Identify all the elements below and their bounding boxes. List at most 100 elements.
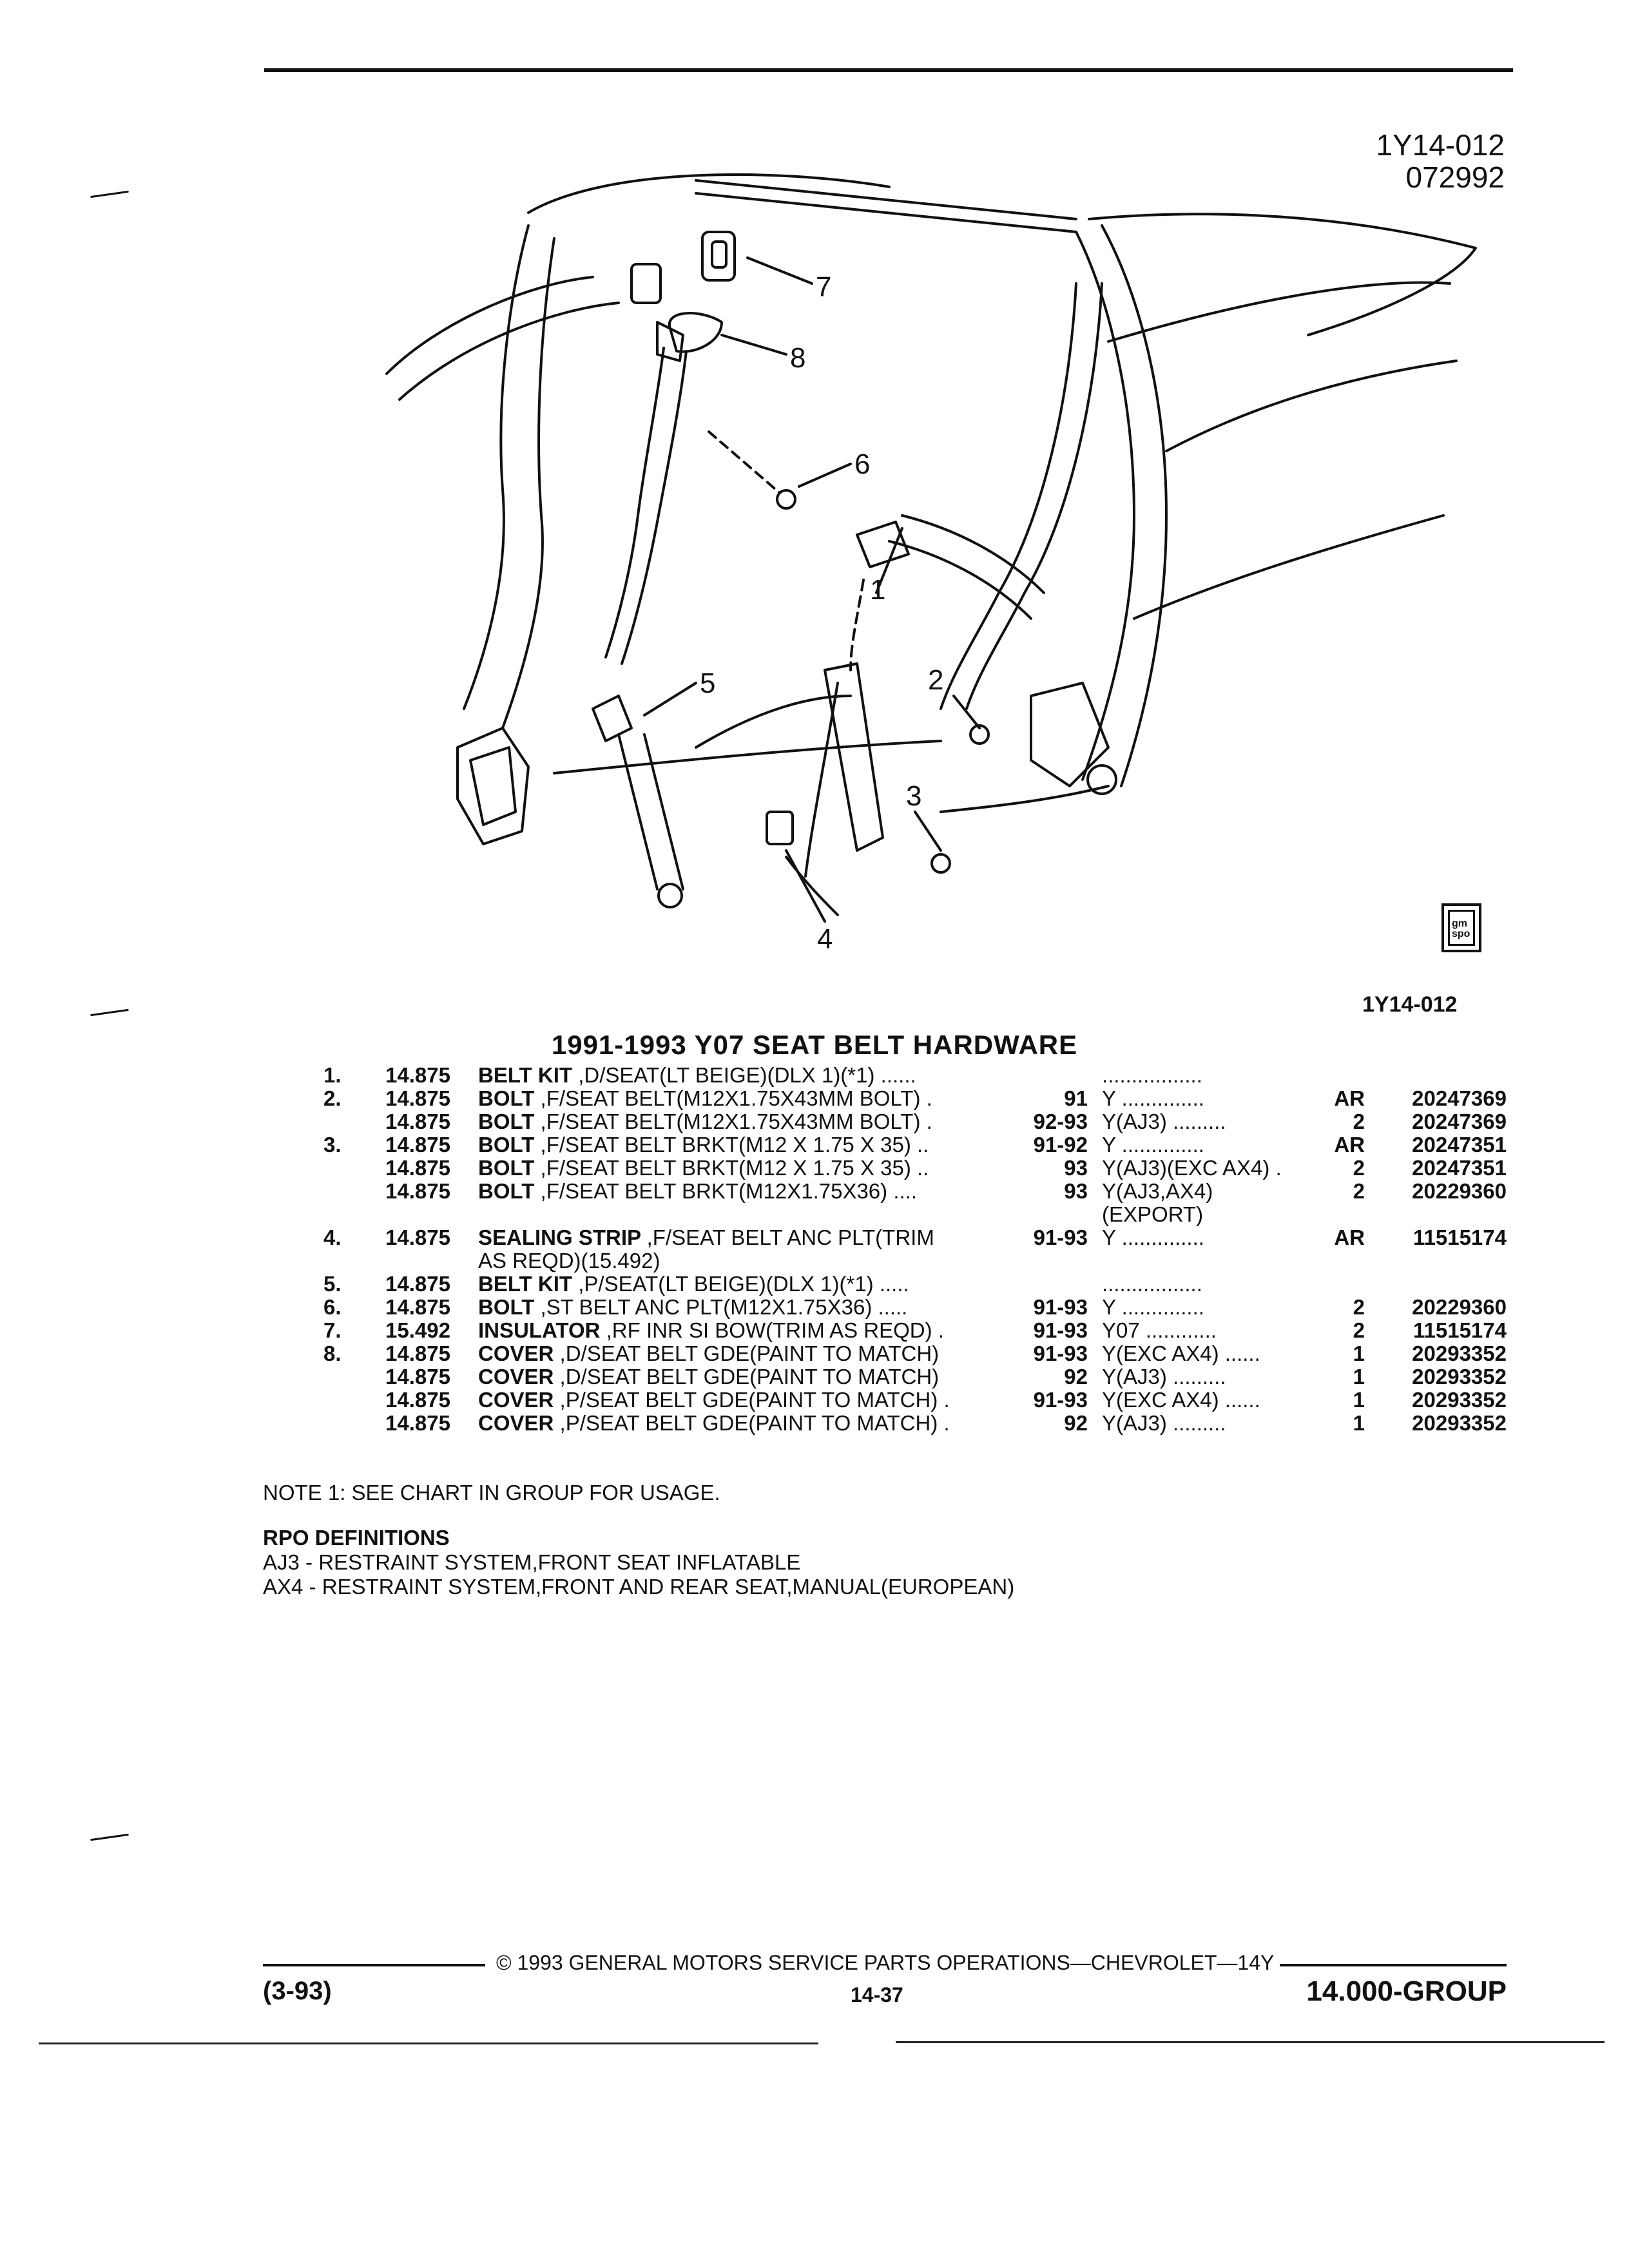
- callout-6: 6: [854, 448, 870, 480]
- option-code: Y ..............: [1102, 1086, 1204, 1110]
- passenger-belt: [901, 514, 1045, 594]
- part-description: AS REQD)(15.492): [478, 1249, 660, 1273]
- quantity: 1: [1353, 1341, 1365, 1365]
- part-name-text: BOLT: [478, 1110, 535, 1133]
- part-number: 4.: [323, 1225, 342, 1249]
- group-number: 14.875: [385, 1063, 450, 1087]
- quantity: 1: [1353, 1411, 1365, 1435]
- part-catalog-number: 20293352: [1412, 1365, 1507, 1389]
- part-name: SEALING STRIP ,F/SEAT BELT ANC PLT(TRIM: [478, 1225, 934, 1250]
- part-description: ,F/SEAT BELT BRKT(M12 X 1.75 X 35) ..: [540, 1156, 929, 1180]
- parts-row: 14.875 BOLT ,F/SEAT BELT(M12X1.75X43MM BO…: [0, 1110, 1629, 1133]
- top-rule: [264, 68, 1513, 72]
- part-number: 1.: [323, 1063, 342, 1087]
- floor-line: [940, 785, 1110, 813]
- part-number: 7.: [323, 1318, 342, 1342]
- group-number: 14.875: [385, 1388, 450, 1412]
- b-pillar: [463, 224, 530, 710]
- parts-row: 14.875 COVER ,P/SEAT BELT GDE(PAINT TO MA…: [0, 1411, 1629, 1436]
- footer-rule: [263, 1964, 485, 1966]
- passenger-belt: [940, 282, 1077, 710]
- callout-leader: [643, 682, 697, 716]
- part-catalog-number: 20229360: [1412, 1295, 1507, 1319]
- part-description: ,F/SEAT BELT BRKT(M12X1.75X36) ....: [540, 1179, 917, 1203]
- quantity: 2: [1353, 1295, 1365, 1319]
- binder-mark: [90, 190, 129, 198]
- rpo-definitions: RPO DEFINITIONS AJ3 - RESTRAINT SYSTEM,F…: [263, 1526, 1014, 1599]
- callout-leader: [720, 334, 787, 356]
- option-code: Y(AJ3)(EXC AX4) .: [1102, 1156, 1282, 1180]
- part-description: ,D/SEAT BELT GDE(PAINT TO MATCH): [559, 1341, 940, 1365]
- part-name-text: INSULATOR: [478, 1318, 601, 1342]
- parts-row: 4. 14.875 SEALING STRIP ,F/SEAT BELT ANC P…: [0, 1225, 1629, 1249]
- option-code: .................: [1102, 1063, 1202, 1087]
- group-number: 14.875: [385, 1156, 450, 1180]
- model-years: 91: [1064, 1086, 1088, 1110]
- part-name-text: BOLT: [478, 1179, 535, 1203]
- buckle: [592, 695, 633, 742]
- part-name: COVER ,P/SEAT BELT GDE(PAINT TO MATCH) .: [478, 1388, 950, 1412]
- part-name-text: COVER: [478, 1365, 554, 1389]
- copyright: © 1993 GENERAL MOTORS SERVICE PARTS OPER…: [496, 1951, 1275, 1974]
- parts-row: 14.875 BOLT ,F/SEAT BELT BRKT(M12 X 1.75 …: [0, 1156, 1629, 1180]
- part-name-text: BOLT: [478, 1133, 535, 1157]
- part-name: BOLT ,F/SEAT BELT BRKT(M12 X 1.75 X 35) …: [478, 1133, 929, 1157]
- callout-2: 2: [928, 664, 943, 696]
- group-number: 14.875: [385, 1365, 450, 1389]
- group-number: 14.875: [385, 1411, 450, 1435]
- group-number: 14.875: [385, 1225, 450, 1249]
- callout-leader: [785, 849, 826, 923]
- section-title: 1991-1993 Y07 SEAT BELT HARDWARE: [551, 1030, 1078, 1060]
- part-name-text: SEALING STRIP: [478, 1225, 641, 1249]
- part-description: ,P/SEAT(LT BEIGE)(DLX 1)(*1) .....: [578, 1272, 909, 1296]
- insulator-part: [630, 263, 662, 304]
- model-years: 91-93: [1033, 1295, 1088, 1319]
- option-code: Y07 ............: [1102, 1318, 1217, 1342]
- part-name-text: BOLT: [478, 1295, 535, 1319]
- part-catalog-number: 20247351: [1412, 1156, 1507, 1180]
- part-catalog-number: 11515174: [1412, 1318, 1507, 1342]
- part-name: COVER ,P/SEAT BELT GDE(PAINT TO MATCH) .: [478, 1411, 950, 1436]
- option-code: Y ..............: [1102, 1133, 1204, 1157]
- bolt-2: [969, 724, 990, 745]
- group-number: 14.875: [385, 1133, 450, 1157]
- part-catalog-number: 20247351: [1412, 1133, 1507, 1157]
- rpo-line: AJ3 - RESTRAINT SYSTEM,FRONT SEAT INFLAT…: [263, 1550, 801, 1574]
- model-years: 92: [1064, 1365, 1088, 1389]
- part-name: BOLT ,F/SEAT BELT BRKT(M12 X 1.75 X 35) …: [478, 1156, 929, 1180]
- option-code: Y(AJ3,AX4): [1102, 1179, 1213, 1203]
- rpo-heading: RPO DEFINITIONS: [263, 1526, 450, 1550]
- group-number: 14.875: [385, 1086, 450, 1110]
- part-description: ,ST BELT ANC PLT(M12X1.75X36) .....: [540, 1295, 908, 1319]
- model-years: 91-93: [1033, 1318, 1088, 1342]
- quarter-panel: [1133, 514, 1445, 620]
- model-years: 91-92: [1033, 1133, 1088, 1157]
- part-description: ,F/SEAT BELT(M12X1.75X43MM BOLT) .: [540, 1086, 932, 1110]
- binder-mark: [90, 1833, 129, 1841]
- rear-glass: [1088, 213, 1477, 336]
- parts-row: 14.875 COVER ,P/SEAT BELT GDE(PAINT TO MA…: [0, 1388, 1629, 1412]
- part-name-text: COVER: [478, 1341, 554, 1365]
- body-outline: [385, 276, 594, 375]
- part-description: ,F/SEAT BELT BRKT(M12 X 1.75 X 35) ..: [540, 1133, 929, 1157]
- group-number: 14.875: [385, 1110, 450, 1133]
- part-name-text: BELT KIT: [478, 1063, 573, 1087]
- driver-belt: [621, 350, 688, 665]
- floor-line: [553, 740, 942, 774]
- model-years: 91-93: [1033, 1388, 1088, 1412]
- part-description: ,F/SEAT BELT(M12X1.75X43MM BOLT) .: [540, 1110, 932, 1133]
- buckle-stalk: [617, 733, 659, 890]
- quantity: 1: [1353, 1365, 1365, 1389]
- part-description: ,F/SEAT BELT ANC PLT(TRIM: [646, 1225, 934, 1249]
- leader-line: [708, 430, 781, 494]
- model-years: 91-93: [1033, 1225, 1088, 1249]
- part-name: BELT KIT ,P/SEAT(LT BEIGE)(DLX 1)(*1) ..…: [478, 1272, 909, 1296]
- insulator-part: [701, 231, 736, 282]
- option-code: .................: [1102, 1272, 1202, 1296]
- page-number: 14-37: [851, 1983, 903, 2006]
